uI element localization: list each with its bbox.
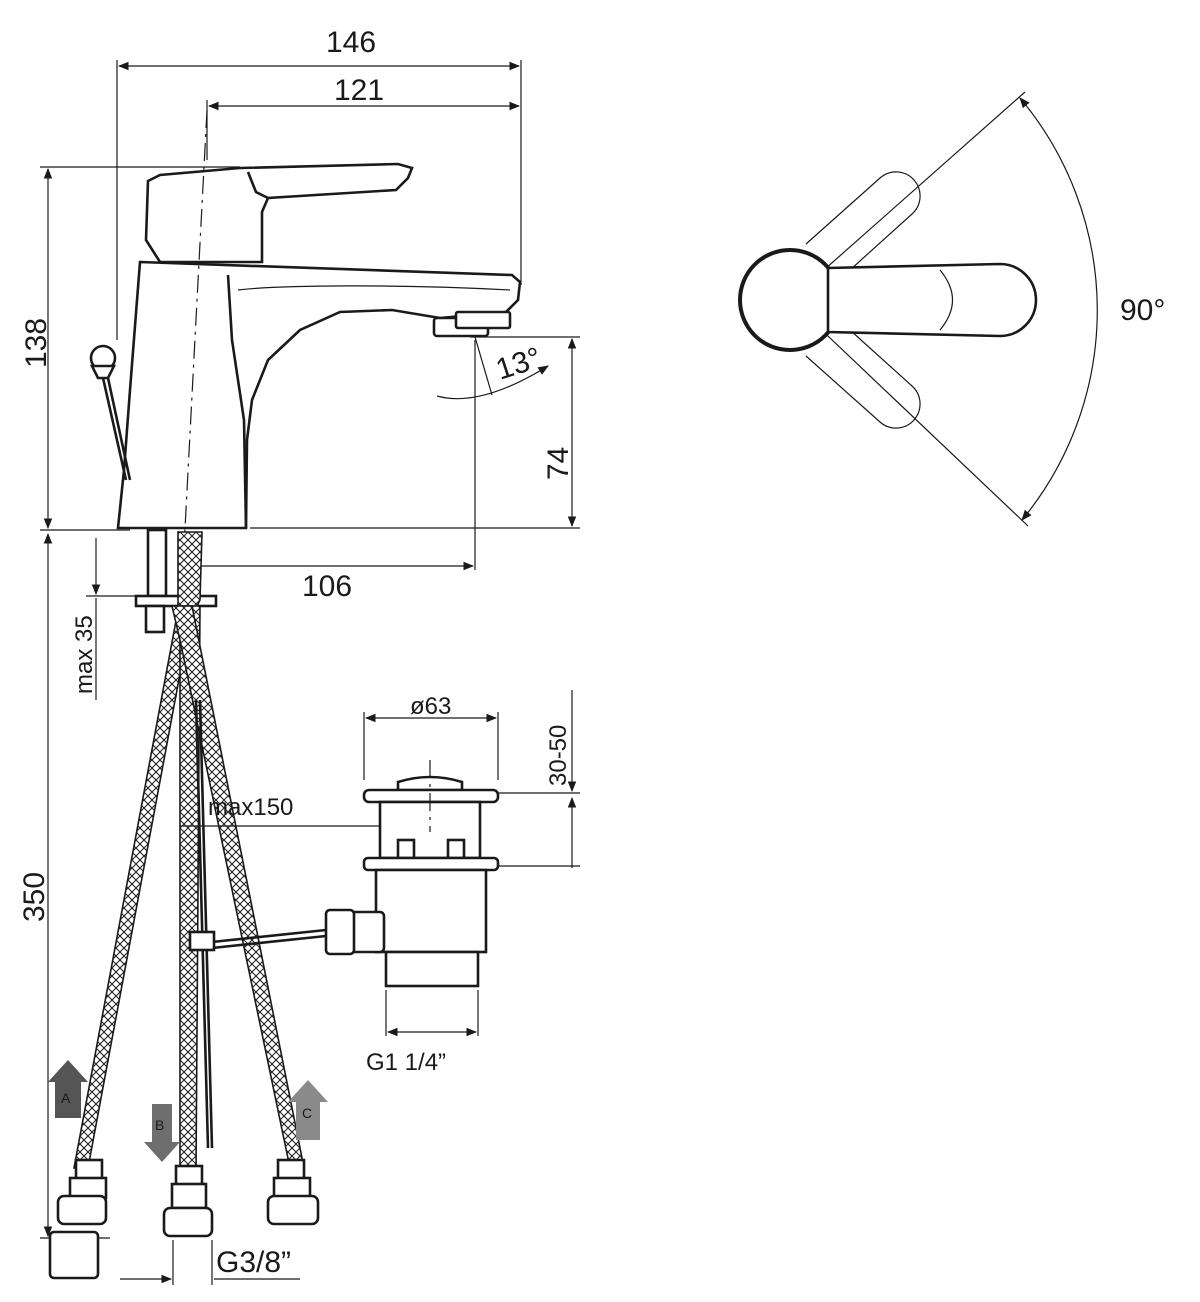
dim-106: 106 [302,570,352,603]
popup-waste [180,690,580,1037]
dim-max150: max150 [208,794,293,821]
hose-fittings [48,1158,320,1280]
arrow-c-label: C [302,1105,312,1121]
dim-g3-8: G3/8” [216,1246,291,1279]
dim-146: 146 [326,26,376,59]
dim-74: 74 [542,447,575,480]
flow-arrows: A B C [48,1060,328,1162]
dimension-lines [40,60,580,1285]
arrow-a-label: A [61,1090,71,1106]
dim-63: ø63 [410,693,451,720]
arrow-a-icon [48,1060,88,1118]
dim-90deg: 90° [1120,294,1165,327]
dim-138: 138 [20,318,53,368]
dim-350: 350 [18,872,51,922]
arrow-b-icon [144,1104,180,1162]
dim-13deg: 13° [492,341,545,386]
dim-g1-1-4: G1 1/4” [366,1049,446,1076]
faucet-body [89,109,522,701]
dim-121: 121 [334,74,384,107]
dim-30-50: 30-50 [545,725,572,786]
dim-max35: max 35 [71,615,98,694]
lever-top-view [738,91,1098,527]
arrow-c-icon [288,1080,328,1140]
arrow-b-label: B [155,1117,164,1133]
flex-hoses [73,531,305,1173]
